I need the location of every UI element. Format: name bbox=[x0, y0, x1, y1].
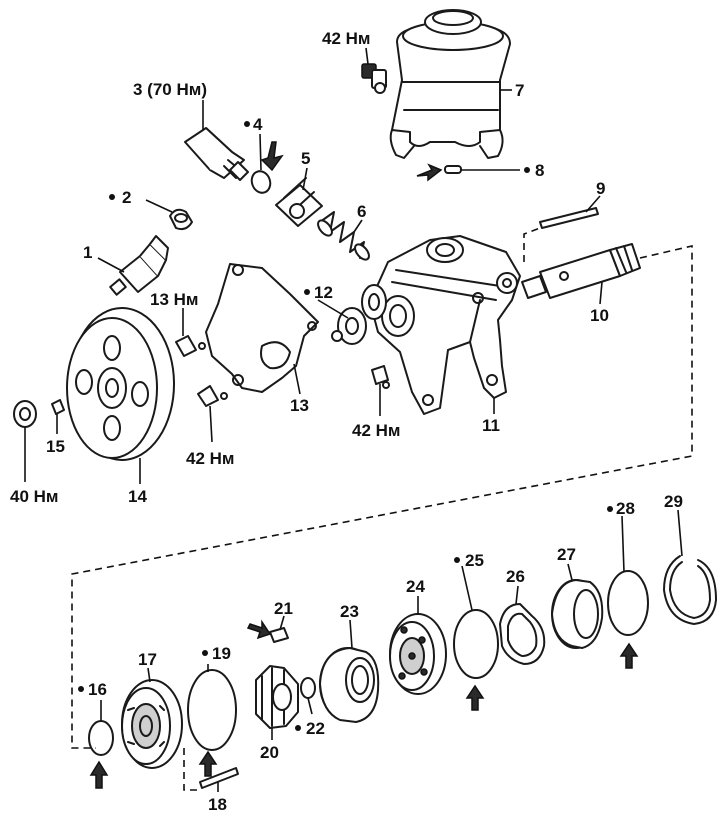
torque-labels: 42 Нм 13 Нм 42 Нм 42 Нм 40 Нм bbox=[10, 29, 401, 506]
label-part-28: 28 bbox=[616, 499, 635, 518]
label-part-18: 18 bbox=[208, 795, 227, 814]
label-part-15: 15 bbox=[46, 437, 65, 456]
ring-part-27 bbox=[551, 579, 604, 649]
arrow-indicator-19 bbox=[198, 750, 218, 777]
torque-top-bolt: 42 Нм bbox=[322, 29, 371, 48]
label-part-17: 17 bbox=[138, 650, 157, 669]
label-part-2: 2 bbox=[122, 188, 131, 207]
arrow-indicator-4 bbox=[260, 141, 284, 172]
label-part-14: 14 bbox=[128, 487, 147, 506]
bullet-dots bbox=[78, 121, 613, 731]
o-ring-part-4 bbox=[250, 170, 272, 194]
torque-42nm-bracket-bolt: 42 Нм bbox=[186, 449, 235, 468]
bolt-42nm-bracket bbox=[197, 385, 228, 407]
bracket-part-13 bbox=[205, 263, 319, 393]
reservoir-part-7 bbox=[389, 9, 511, 159]
cover-part-17 bbox=[121, 679, 183, 769]
label-part-20: 20 bbox=[260, 743, 279, 762]
part-labels: 1 2 3 (70 Нм) 4 5 6 7 8 9 10 11 12 13 14… bbox=[46, 80, 683, 814]
label-part-21: 21 bbox=[274, 599, 293, 618]
pressure-sensor-part-1 bbox=[109, 235, 169, 296]
vane-part-21 bbox=[269, 627, 289, 643]
o-ring-part-19 bbox=[187, 669, 237, 751]
snap-ring-part-22 bbox=[300, 677, 316, 699]
arrow-indicator-8 bbox=[416, 163, 443, 182]
arrow-indicator-25 bbox=[465, 684, 485, 711]
pin-part-9 bbox=[539, 207, 599, 229]
torque-42nm-body-bolt: 42 Нм bbox=[352, 421, 401, 440]
label-part-26: 26 bbox=[506, 567, 525, 586]
arrow-indicator-21 bbox=[246, 619, 272, 640]
snap-ring-part-29 bbox=[663, 555, 717, 625]
label-part-4: 4 bbox=[253, 115, 263, 134]
label-part-25: 25 bbox=[465, 551, 484, 570]
label-part-11: 11 bbox=[482, 416, 500, 435]
pulley-nut bbox=[13, 400, 37, 428]
seal-part-12 bbox=[361, 284, 387, 320]
cam-ring-part-23 bbox=[319, 647, 380, 723]
label-part-24: 24 bbox=[406, 577, 425, 596]
bolt-42nm-body bbox=[371, 365, 390, 389]
valve-part-5 bbox=[275, 177, 323, 227]
leader-lines bbox=[24, 47, 683, 792]
key-part-15 bbox=[51, 399, 65, 415]
o-ring-part-16 bbox=[88, 720, 114, 756]
pulley-part-14 bbox=[66, 307, 175, 461]
pump-body-part-11 bbox=[369, 235, 521, 415]
arrow-indicator-28 bbox=[619, 642, 639, 669]
label-part-29: 29 bbox=[664, 492, 683, 511]
label-part-8: 8 bbox=[535, 161, 544, 180]
o-ring-part-28 bbox=[607, 570, 649, 636]
label-part-10: 10 bbox=[590, 306, 609, 325]
reservoir-bolt bbox=[361, 63, 387, 94]
rotor-part-20 bbox=[255, 665, 299, 729]
dashed-connection-lines bbox=[71, 227, 693, 791]
label-part-19: 19 bbox=[212, 644, 231, 663]
label-part-12: 12 bbox=[314, 283, 333, 302]
label-part-22: 22 bbox=[306, 719, 325, 738]
pin-part-18 bbox=[199, 767, 239, 789]
label-part-3: 3 (70 Нм) bbox=[133, 80, 207, 99]
pressure-plate-part-24 bbox=[389, 613, 447, 695]
clip-part-8 bbox=[444, 165, 462, 174]
spring-part-6 bbox=[317, 211, 370, 261]
shaft-part-10 bbox=[521, 243, 641, 299]
label-part-27: 27 bbox=[557, 545, 576, 564]
label-part-9: 9 bbox=[596, 179, 605, 198]
plate-part-26 bbox=[499, 603, 546, 665]
cap-part-2 bbox=[169, 208, 193, 231]
torque-13nm-bolt: 13 Нм bbox=[150, 290, 199, 309]
torque-40nm-nut: 40 Нм bbox=[10, 487, 59, 506]
o-ring-part-25 bbox=[453, 609, 499, 679]
label-part-1: 1 bbox=[83, 243, 92, 262]
label-part-5: 5 bbox=[301, 149, 310, 168]
label-part-16: 16 bbox=[88, 680, 107, 699]
label-part-7: 7 bbox=[515, 81, 524, 100]
arrow-indicator-16 bbox=[89, 760, 109, 789]
label-part-23: 23 bbox=[340, 602, 359, 621]
washer-part-12 bbox=[331, 307, 367, 345]
label-part-6: 6 bbox=[357, 202, 366, 221]
label-part-13: 13 bbox=[290, 396, 309, 415]
bolt-13nm bbox=[175, 335, 206, 357]
union-bolt-part-3 bbox=[184, 127, 249, 181]
